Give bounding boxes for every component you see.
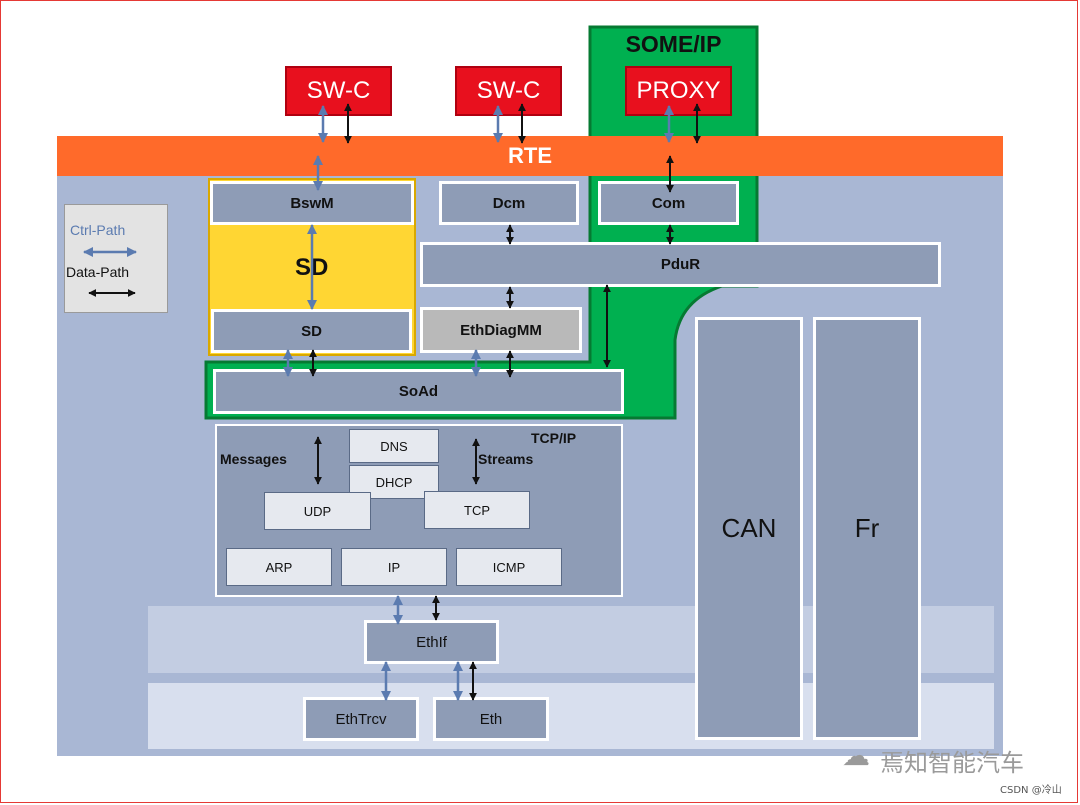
udp-box[interactable]: UDP [264, 492, 371, 530]
com-module[interactable]: Com [598, 181, 739, 225]
pdur-module[interactable]: PduR [420, 242, 941, 287]
sd-group-label: SD [295, 254, 329, 281]
ethif-module[interactable]: EthIf [364, 620, 499, 664]
legend-data-label: Data-Path [66, 264, 130, 280]
can-module[interactable]: CAN [695, 317, 803, 740]
fr-module[interactable]: Fr [813, 317, 921, 740]
legend-ctrl-label: Ctrl-Path [70, 222, 126, 238]
bswm-module[interactable]: BswM [210, 181, 414, 225]
tcpip-title: TCP/IP [531, 430, 577, 446]
swc-box-1[interactable]: SW-C [285, 66, 392, 116]
arp-box[interactable]: ARP [226, 548, 332, 586]
streams-label: Streams [478, 451, 534, 467]
dcm-module[interactable]: Dcm [439, 181, 579, 225]
rte-label: RTE [508, 143, 552, 168]
dns-box[interactable]: DNS [349, 429, 439, 463]
tcp-box[interactable]: TCP [424, 491, 530, 529]
eth-module[interactable]: Eth [433, 697, 549, 741]
credit-text: CSDN @冷山 [1000, 785, 1062, 796]
proxy-box[interactable]: PROXY [625, 66, 732, 116]
icmp-box[interactable]: ICMP [456, 548, 562, 586]
ip-box[interactable]: IP [341, 548, 447, 586]
watermark-text: 焉知智能汽车 [880, 749, 1024, 777]
ethdiagmm-module[interactable]: EthDiagMM [420, 307, 582, 353]
rte-bar: RTE [57, 136, 1003, 176]
soad-module[interactable]: SoAd [213, 369, 624, 414]
ethtrcv-module[interactable]: EthTrcv [303, 697, 419, 741]
some-ip-title: SOME/IP [625, 31, 722, 57]
legend-box [64, 204, 168, 313]
sd-module[interactable]: SD [211, 309, 412, 353]
messages-label: Messages [220, 451, 287, 467]
swc-box-2[interactable]: SW-C [455, 66, 562, 116]
wechat-icon: ☁ [842, 740, 870, 771]
